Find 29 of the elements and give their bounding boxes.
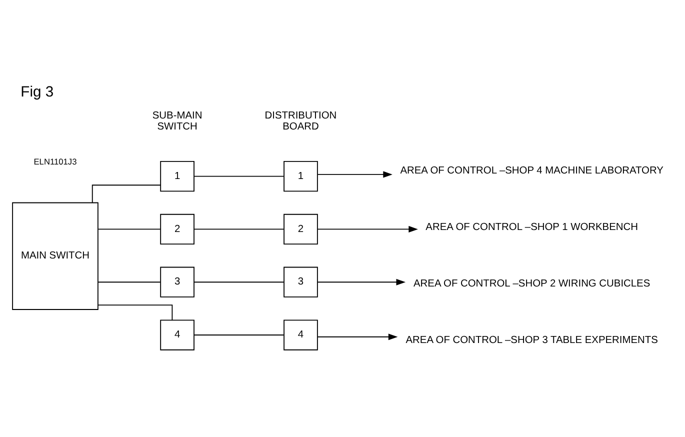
node-box: 2 [284, 213, 318, 244]
node-box: 1 [284, 160, 318, 192]
connector [92, 184, 161, 203]
diagram-title: Fig 3 [20, 84, 54, 100]
node-box: MAIN SWITCH [12, 202, 98, 310]
node-box: 3 [284, 266, 318, 297]
node-box: 4 [160, 319, 194, 350]
node-box: 3 [160, 266, 194, 297]
node-text: AREA OF CONTROL –SHOP 2 WIRING CUBICLES [414, 278, 650, 290]
connector [194, 334, 284, 335]
node-box: 4 [284, 319, 318, 350]
connector [98, 281, 161, 282]
arrow [317, 225, 418, 232]
connector [194, 175, 284, 176]
node-box: 1 [160, 160, 194, 192]
node-text: AREA OF CONTROL –SHOP 1 WORKBENCH [426, 221, 638, 232]
connector [194, 281, 284, 282]
label: DISTRIBUTION BOARD [264, 110, 337, 132]
arrow [317, 333, 398, 340]
node-box: 2 [160, 213, 194, 244]
label: SUB-MAIN SWITCH [152, 110, 202, 132]
label: ELN1101J3 [34, 156, 77, 166]
arrow [317, 278, 406, 285]
node-text: AREA OF CONTROL –SHOP 4 MACHINE LABORATORY [400, 164, 664, 176]
connector [98, 304, 173, 320]
arrow [317, 170, 392, 178]
node-text: AREA OF CONTROL –SHOP 3 TABLE EXPERIMENTS [406, 334, 658, 346]
connector [98, 228, 161, 230]
connector [194, 228, 284, 230]
